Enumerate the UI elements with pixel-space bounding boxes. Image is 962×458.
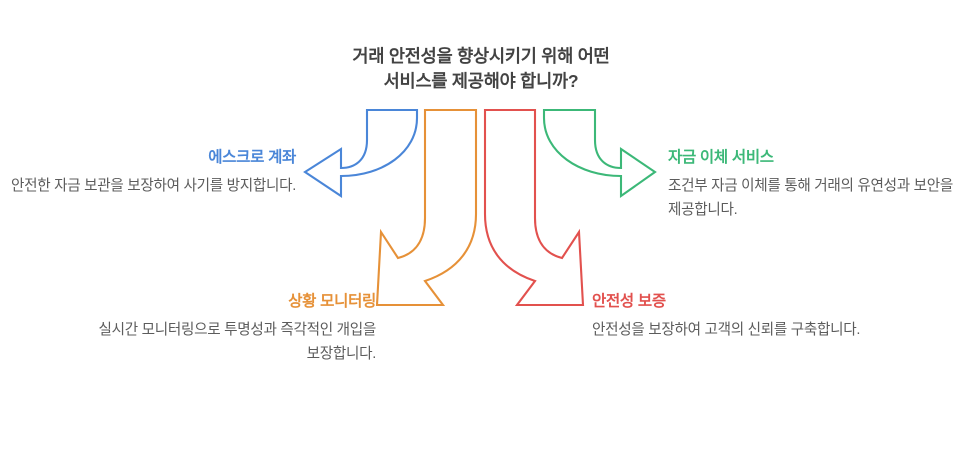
branch-assurance-body: 안전성을 보장하여 고객의 신뢰를 구축합니다. (592, 322, 861, 339)
branch-escrow-heading: 에스크로 계좌 (208, 149, 296, 166)
branch-monitoring: 상황 모니터링 실시간 모니터링으로 투명성과 즉각적인 개입을 보장합니다. (82, 292, 376, 366)
branch-monitoring-body: 실시간 모니터링으로 투명성과 즉각적인 개입을 보장합니다. (98, 322, 376, 362)
branch-assurance-heading: 안전성 보증 (592, 293, 666, 310)
branch-monitoring-heading: 상황 모니터링 (288, 293, 376, 310)
arrow-escrow (303, 108, 419, 198)
branch-transfer-heading: 자금 이체 서비스 (668, 149, 774, 166)
diagram-title: 거래 안전성을 향상시키기 위해 어떤 서비스를 제공해야 합니까? (352, 46, 610, 91)
branch-escrow-body: 안전한 자금 보관을 보장하여 사기를 방지합니다. (10, 178, 296, 195)
arrow-transfer (542, 108, 657, 199)
branch-escrow: 에스크로 계좌 안전한 자금 보관을 보장하여 사기를 방지합니다. (8, 148, 296, 199)
branch-transfer: 자금 이체 서비스 조건부 자금 이체를 통해 거래의 유연성과 보안을 제공합… (668, 148, 956, 222)
arrow-monitoring (375, 108, 478, 307)
arrow-assurance (483, 108, 585, 307)
branch-transfer-body: 조건부 자금 이체를 통해 거래의 유연성과 보안을 제공합니다. (668, 178, 954, 218)
branch-assurance: 안전성 보증 안전성을 보장하여 고객의 신뢰를 구축합니다. (592, 292, 886, 343)
